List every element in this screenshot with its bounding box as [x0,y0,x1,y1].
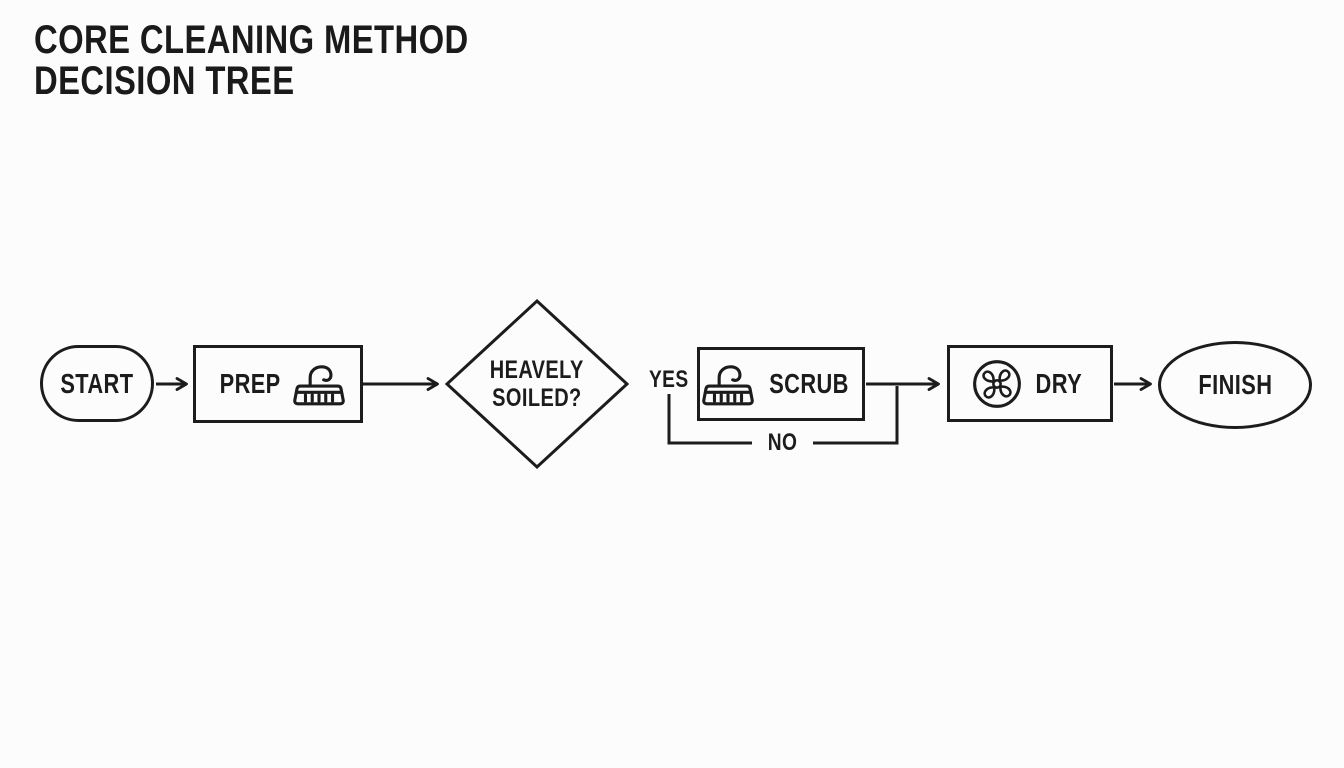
node-prep: PREP [193,345,363,423]
page-title: CORE CLEANING METHOD DECISION TREE [34,20,564,102]
page-title-line1: CORE CLEANING METHOD [34,18,469,62]
prep-label: PREP [219,368,281,399]
dry-label: DRY [1035,367,1083,399]
fan-icon [971,358,1023,410]
decision-label-line2: SOILED? [492,384,582,412]
decision-label: HEAVELY SOILED? [444,298,630,470]
node-start: START [40,345,154,422]
node-dry: DRY [947,345,1113,422]
brush-icon [702,358,754,410]
edge-label-yes: YES [649,366,689,393]
decision-label-line1: HEAVELY [490,356,584,384]
scrub-label: SCRUB [769,368,849,399]
page-title-line2: DECISION TREE [34,59,295,103]
finish-label: FINISH [1198,369,1272,400]
start-label: START [60,367,134,399]
node-finish: FINISH [1158,341,1312,429]
decision-diamond [444,298,630,470]
edge-label-no: NO [752,431,813,455]
node-scrub: SCRUB [697,347,865,421]
brush-icon [293,358,345,410]
